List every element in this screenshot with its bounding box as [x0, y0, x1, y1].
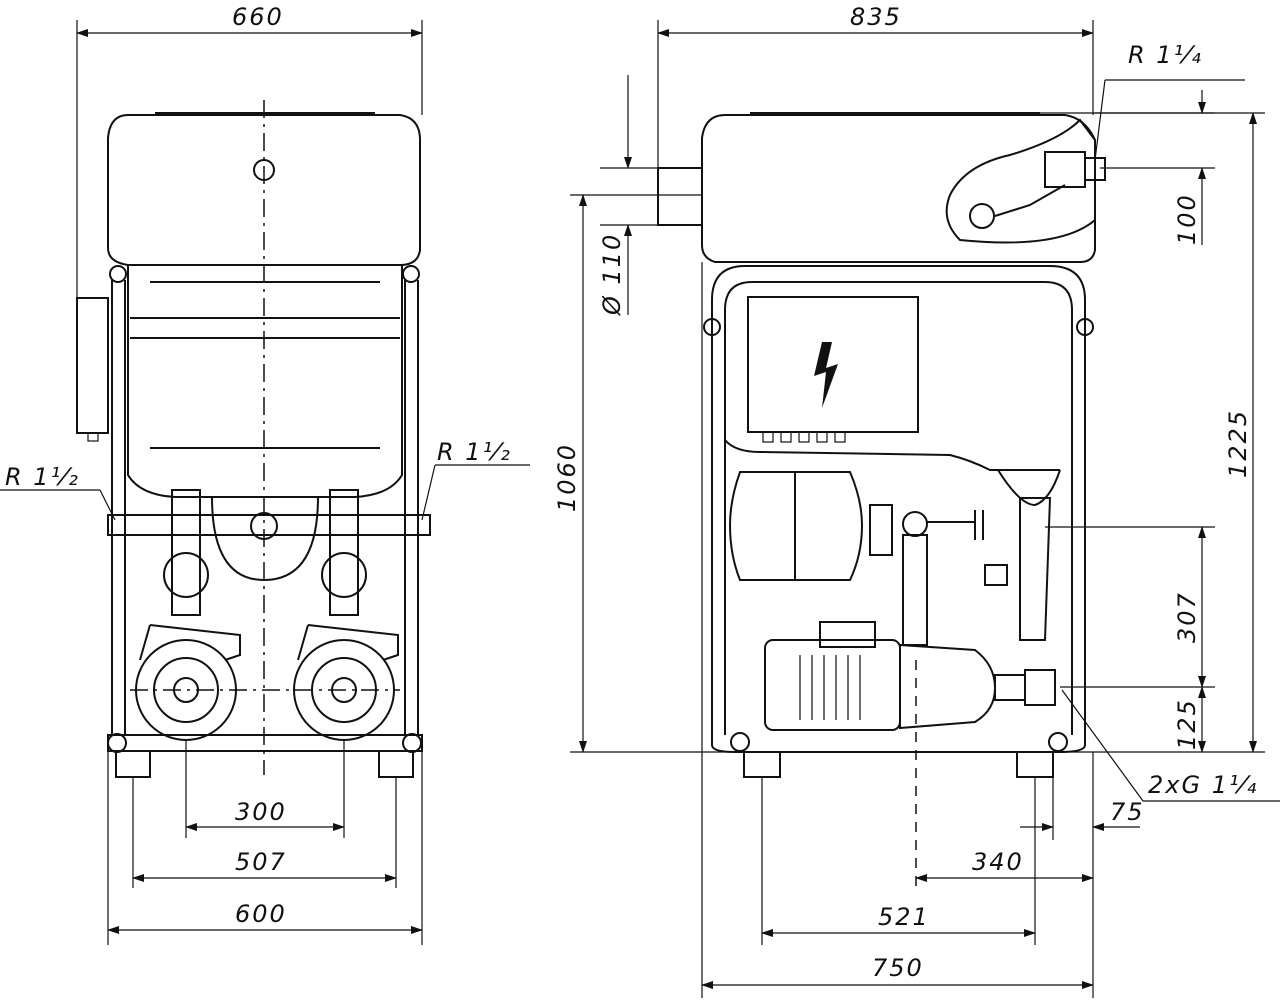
front-pump-left	[135, 489, 241, 741]
dim-side-diameter: Ø 110	[598, 233, 626, 316]
dim-front-660: 660	[232, 3, 284, 31]
front-manifold	[107, 514, 431, 536]
dim-side-835: 835	[850, 3, 902, 31]
front-view	[76, 100, 431, 778]
vertical-pipe	[902, 534, 928, 646]
dim-side-125: 125	[1173, 698, 1201, 750]
dim-side-100: 100	[1173, 193, 1201, 245]
control-panel	[747, 296, 919, 433]
lightning-bolt-icon	[814, 342, 838, 408]
float-valve-housing	[945, 118, 1096, 244]
side-inlet-pipe	[657, 167, 703, 226]
label-side-outlet-connection: 2xG 1¹⁄₄	[1148, 771, 1258, 799]
dim-front-507: 507	[235, 848, 287, 876]
front-foot-right	[378, 750, 414, 778]
front-side-box	[76, 297, 109, 434]
side-frame	[711, 265, 1086, 753]
front-tank-lid	[107, 112, 421, 266]
dim-side-1225: 1225	[1224, 409, 1252, 478]
side-discharge-pipe	[1019, 497, 1052, 641]
dim-side-340: 340	[972, 848, 1024, 876]
front-dimensions: 660 300 507 600 R 1¹⁄₂ R 1¹⁄₂	[0, 3, 530, 945]
pressure-vessel	[728, 471, 864, 581]
front-foot-left	[115, 750, 151, 778]
side-foot-left	[743, 751, 781, 778]
vessel-valve	[869, 504, 893, 556]
dim-side-750: 750	[872, 954, 924, 982]
side-motor-pump	[764, 621, 1056, 731]
side-tank	[701, 112, 1096, 263]
front-frame	[111, 280, 419, 735]
front-pump-right	[293, 489, 399, 741]
side-foot-right	[1016, 751, 1054, 778]
side-view	[657, 112, 1106, 890]
dim-side-521: 521	[878, 903, 930, 931]
label-front-left-connection: R 1¹⁄₂	[5, 463, 80, 491]
dim-front-300: 300	[235, 798, 287, 826]
side-dimensions: 835 R 1¹⁄₄ Ø 110 1060 1225 100 307 125 2…	[553, 3, 1280, 998]
dim-side-75: 75	[1110, 798, 1145, 826]
front-base	[107, 734, 423, 752]
dim-side-1060: 1060	[553, 443, 581, 512]
label-front-right-connection: R 1¹⁄₂	[437, 438, 512, 466]
front-tank-body	[127, 265, 403, 498]
dim-side-307: 307	[1173, 591, 1201, 643]
cable-glands	[762, 431, 846, 443]
dim-front-600: 600	[235, 900, 287, 928]
label-side-top-connection: R 1¹⁄₄	[1128, 41, 1203, 69]
